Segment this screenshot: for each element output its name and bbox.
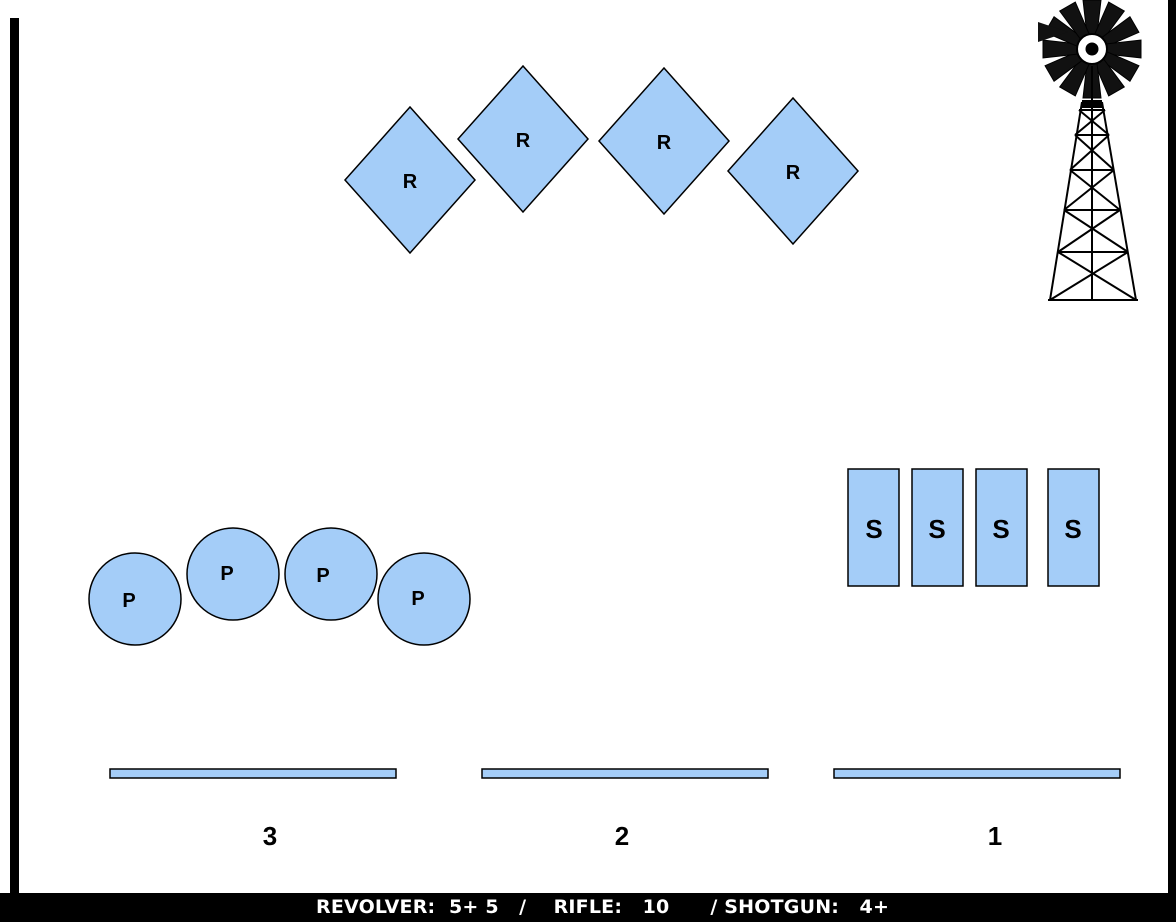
rifle-target: R — [456, 64, 590, 214]
pistol-target: P — [377, 552, 471, 646]
pistol-target: P — [284, 527, 378, 621]
shotgun-target-label: S — [928, 514, 945, 544]
shotgun-target-group: S S S S — [847, 468, 1100, 587]
rifle-target-label: R — [516, 130, 531, 152]
shooting-position-2: 2 — [481, 768, 769, 851]
footer-bar: REVOLVER: 5+ 5 / RIFLE: 10 / SHOTGUN: 4+ — [0, 893, 1176, 922]
pistol-target: P — [88, 552, 182, 646]
pistol-target-label: P — [316, 565, 329, 587]
rifle-target-label: R — [657, 132, 672, 154]
rifle-target-label: R — [403, 171, 418, 193]
round-count-footer: REVOLVER: 5+ 5 / RIFLE: 10 / SHOTGUN: 4+ — [316, 896, 890, 918]
shotgun-target-label: S — [865, 514, 882, 544]
shooting-position-group: 3 2 1 — [109, 768, 1121, 851]
left-border — [10, 18, 19, 922]
rifle-target: R — [726, 96, 860, 246]
rifle-target-label: R — [786, 162, 801, 184]
shotgun-target: S — [1047, 468, 1100, 587]
shooting-position-label: 1 — [988, 821, 1002, 851]
pistol-target-group: P P P P — [88, 527, 471, 646]
pistol-target: P — [186, 527, 280, 621]
rifle-target: R — [597, 66, 731, 216]
shooting-position-3: 3 — [109, 768, 397, 851]
shooting-position-label: 3 — [263, 821, 277, 851]
shotgun-target-label: S — [1064, 514, 1081, 544]
shooting-position-label: 2 — [615, 821, 629, 851]
pistol-target-label: P — [411, 588, 424, 610]
right-border — [1168, 0, 1176, 922]
pistol-target-label: P — [220, 563, 233, 585]
rifle-target: R — [343, 105, 477, 255]
shotgun-target-label: S — [992, 514, 1009, 544]
shooting-position-1: 1 — [833, 768, 1121, 851]
pistol-target-label: P — [122, 590, 135, 612]
windmill-icon — [1038, 0, 1142, 301]
shotgun-target: S — [847, 468, 900, 587]
top-corner — [0, 0, 42, 18]
rifle-target-group: R R R R — [343, 64, 860, 255]
shotgun-target: S — [975, 468, 1028, 587]
diagram-canvas: R R R R P P — [88, 0, 1142, 851]
shotgun-target: S — [911, 468, 964, 587]
